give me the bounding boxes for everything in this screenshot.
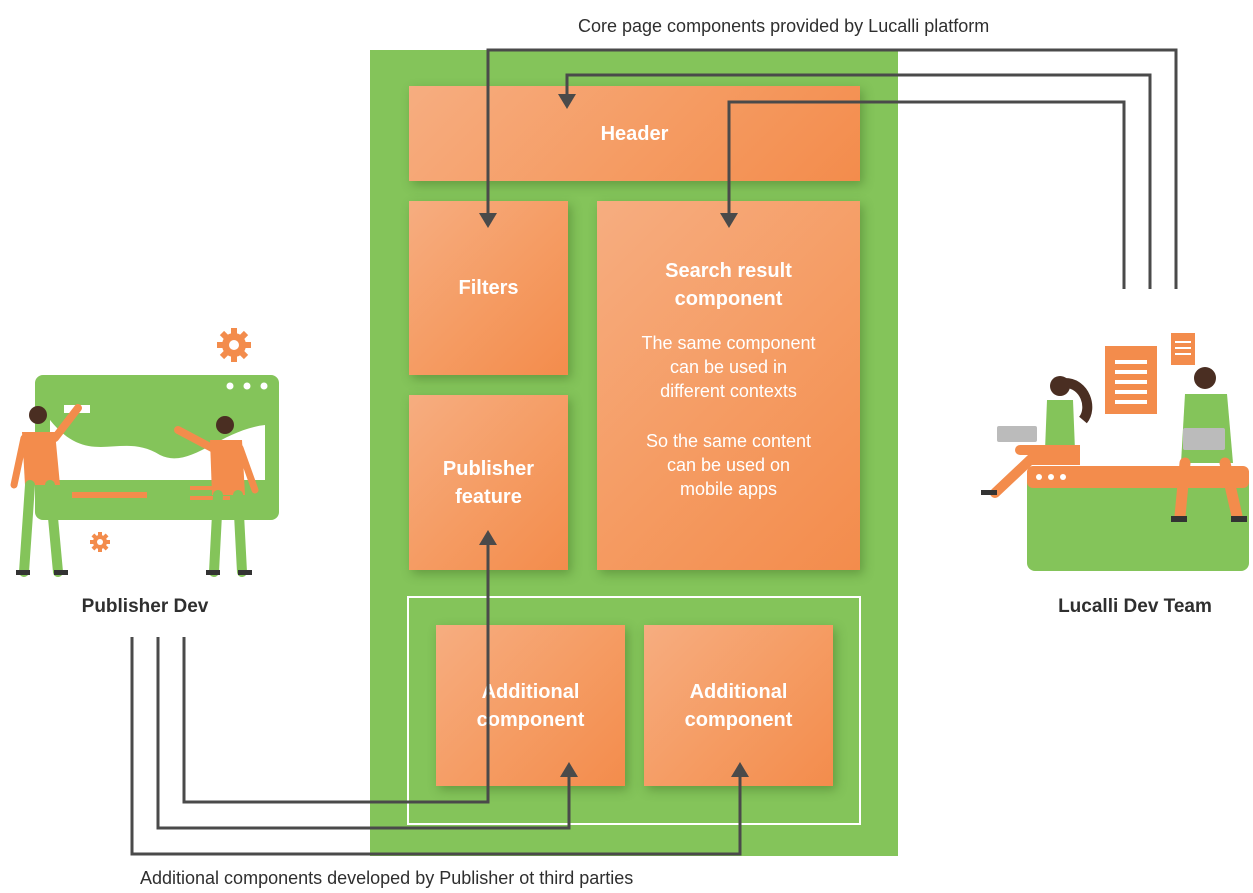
lucalli-dev-team-label: Lucalli Dev Team [1058,596,1212,617]
header-label: Header [600,122,669,145]
top-caption: Core page components provided by Lucalli… [578,16,990,36]
arrow-lucalli-to-filters [486,48,1178,289]
publisher-dev-label: Publisher Dev [81,596,209,617]
arrowhead-header [558,94,576,109]
search-desc-line2: can be used in [669,357,788,377]
arrow-publisher-to-additional-1 [156,637,571,830]
gear-icon [217,328,251,362]
developer-right-figure [174,416,259,577]
developer-left-figure [10,404,82,577]
arrowhead-additional-2 [731,762,749,777]
lucalli-team-illustration [981,333,1249,571]
search-desc-line3: different contexts [660,381,797,401]
search-desc-line1: The same component [641,333,816,353]
arrowhead-publisher-feature [479,530,497,545]
bottom-caption: Additional components developed by Publi… [140,868,634,888]
publisher-feature-line2: feature [455,485,522,508]
search-result-component: Search result component The same compone… [597,201,860,570]
arrow-publisher-to-additional-2 [130,637,742,856]
additional-1-line1: Additional [481,680,580,703]
small-document-icon [1171,333,1195,365]
additional-2-line1: Additional [689,680,788,703]
publisher-feature-line1: Publisher [442,457,535,480]
arrowhead-filters [479,213,497,228]
team-member-man-figure [1171,367,1247,522]
document-icon [1105,346,1157,414]
search-desc-line4: So the same content [645,431,812,451]
filters-label: Filters [458,277,519,299]
additional-2-line2: component [684,708,793,731]
search-title-line2: component [674,288,783,310]
filters-component: Filters [409,201,568,375]
search-desc-line6: mobile apps [679,479,778,499]
search-title-line1: Search result [665,260,792,282]
arrow-lucalli-to-search [727,100,1126,289]
arrowhead-search [720,213,738,228]
arrowhead-additional-1 [560,762,578,777]
small-gear-icon [90,532,110,552]
additional-component-2: Additional component [644,625,833,786]
additional-component-1: Additional component [436,625,625,786]
additional-1-line2: component [476,708,585,731]
arrow-lucalli-to-header [565,73,1152,289]
additional-components-frame [407,596,861,825]
team-member-woman-figure [981,376,1093,498]
arrow-publisher-to-feature [182,535,490,804]
publisher-dev-illustration [10,328,279,577]
search-desc-line5: can be used on [666,455,791,475]
